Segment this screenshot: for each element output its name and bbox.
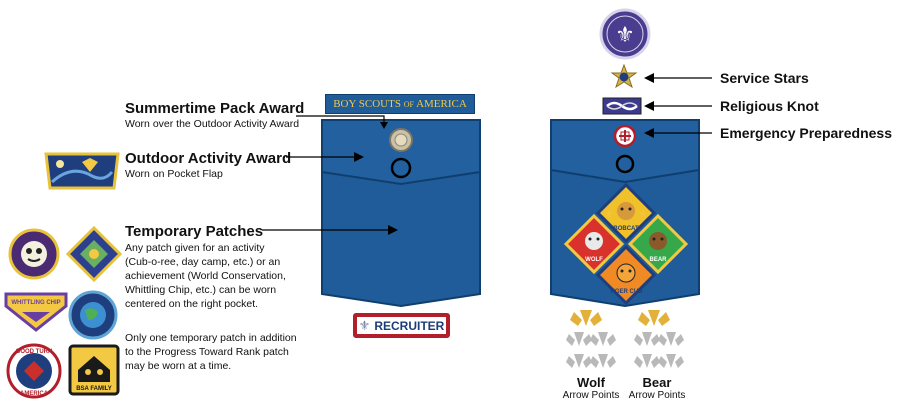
wolf-rank-patch: WOLF bbox=[563, 213, 625, 275]
temporary-line: Only one temporary patch in addition bbox=[125, 332, 297, 344]
bear-arrow-points bbox=[634, 310, 684, 368]
silver-arrow-point bbox=[658, 332, 684, 346]
summertime-arrow bbox=[296, 115, 388, 129]
tiger-rank-patch: TIGER CUB bbox=[595, 244, 657, 306]
summertime-award-note: Worn over the Outdoor Activity Award bbox=[125, 118, 300, 130]
fleur-de-lis-icon: ⚜ bbox=[615, 22, 635, 47]
wolf-title: Wolf bbox=[577, 375, 605, 390]
wolf-arrow-points bbox=[566, 310, 616, 368]
cuboree-patch bbox=[8, 228, 60, 280]
silver-arrow-point bbox=[566, 332, 592, 346]
bsa-family-patch: BSA FAMILY bbox=[68, 344, 120, 396]
pocket-button bbox=[390, 157, 412, 179]
outdoor-arrow bbox=[286, 152, 364, 162]
temporary-line: to the Progress Toward Rank patch bbox=[125, 346, 289, 358]
strip-text-of: OF bbox=[403, 100, 414, 109]
recruiter-label: RECRUITER bbox=[374, 318, 445, 333]
temporary-line: centered on the right pocket. bbox=[125, 298, 259, 310]
bsa-family-label: BSA FAMILY bbox=[76, 386, 112, 392]
whittling-chip-label: WHITTLING CHIP bbox=[11, 300, 60, 306]
silver-arrow-point bbox=[634, 354, 660, 368]
bobcat-label: BOBCAT bbox=[613, 226, 639, 232]
temporary-line: Whittling Chip, etc.) can be worn bbox=[125, 284, 277, 296]
temporary-patches-title: Temporary Patches bbox=[125, 223, 264, 240]
temporary-line: (Cub-o-ree, day camp, etc.) or an bbox=[125, 256, 281, 268]
rank-patch-cluster: BOBCAT WOLF BEAR TIGER CUB ⚜ ⚜ bbox=[563, 183, 689, 306]
bear-label: BEAR bbox=[649, 257, 667, 263]
whittling-chip-patch: WHITTLING CHIP bbox=[4, 292, 68, 332]
wolf-arrow-points-caption: Wolf Arrow Points bbox=[560, 375, 622, 401]
summertime-award-title: Summertime Pack Award bbox=[125, 100, 305, 117]
strip-text: BOY SCOUTS bbox=[333, 98, 401, 110]
pin-center bbox=[394, 133, 408, 147]
silver-arrow-point bbox=[590, 354, 616, 368]
fleur-de-lis-icon: ⚜ bbox=[639, 209, 647, 219]
temporary-line: may be worn at a time. bbox=[125, 360, 232, 372]
wolf-subtitle: Arrow Points bbox=[562, 390, 620, 401]
silver-arrow-point bbox=[634, 332, 660, 346]
gold-arrow-point bbox=[638, 310, 670, 326]
temporary-patches-limit: Only one temporary patch in addition to … bbox=[125, 331, 297, 373]
service-stars-arrow bbox=[644, 73, 712, 83]
religious-knot-patch bbox=[602, 97, 642, 115]
good-turn-bottom-label: AMERICA bbox=[20, 391, 49, 397]
left-pocket bbox=[321, 119, 481, 308]
silver-arrow-point bbox=[658, 354, 684, 368]
bear-rank-patch: BEAR bbox=[627, 213, 689, 275]
fleur-de-lis-icon: ⚜ bbox=[605, 209, 613, 219]
silver-arrow-point bbox=[566, 354, 592, 368]
silver-arrow-point bbox=[590, 332, 616, 346]
outdoor-award-note: Worn on Pocket Flap bbox=[125, 168, 223, 180]
right-pocket-flap bbox=[550, 119, 700, 184]
bear-arrow-points-caption: Bear Arrow Points bbox=[626, 375, 688, 401]
good-turn-patch: GOOD TURN AMERICA bbox=[6, 343, 62, 399]
wolf-label: WOLF bbox=[585, 257, 603, 263]
temporary-arrow bbox=[262, 225, 398, 235]
emergency-arrow bbox=[644, 128, 712, 138]
world-crest-emblem: ⚜ bbox=[599, 8, 651, 60]
bear-subtitle: Arrow Points bbox=[628, 390, 686, 401]
gold-arrow-point bbox=[570, 310, 602, 326]
bobcat-rank-patch: BOBCAT bbox=[595, 183, 657, 244]
service-stars-label: Service Stars bbox=[720, 70, 809, 86]
temporary-line: Any patch given for an activity bbox=[125, 242, 265, 254]
temporary-line: achievement (World Conservation, bbox=[125, 270, 286, 282]
fleur-de-lis-icon: ⚜ bbox=[358, 317, 371, 333]
world-conservation-patch bbox=[68, 290, 118, 340]
outdoor-award-title: Outdoor Activity Award bbox=[125, 150, 292, 167]
emergency-preparedness-label: Emergency Preparedness bbox=[720, 125, 892, 141]
pocket-button bbox=[615, 154, 635, 174]
service-star-pin bbox=[611, 64, 637, 89]
good-turn-label: GOOD TURN bbox=[16, 349, 53, 355]
strip-text-end: AMERICA bbox=[416, 98, 467, 110]
religious-knot-arrow bbox=[644, 101, 712, 111]
pin-cross bbox=[619, 130, 631, 142]
day-camp-patch bbox=[66, 226, 122, 282]
tiger-label: TIGER CUB bbox=[610, 289, 644, 295]
bsa-strip: BOY SCOUTS OF AMERICA bbox=[325, 94, 475, 114]
recruiter-strip: ⚜ RECRUITER bbox=[353, 313, 450, 338]
bear-title: Bear bbox=[642, 375, 672, 390]
temporary-patches-description: Any patch given for an activity (Cub-o-r… bbox=[125, 241, 286, 311]
outdoor-activity-award-patch bbox=[44, 152, 120, 190]
religious-knot-label: Religious Knot bbox=[720, 98, 819, 114]
